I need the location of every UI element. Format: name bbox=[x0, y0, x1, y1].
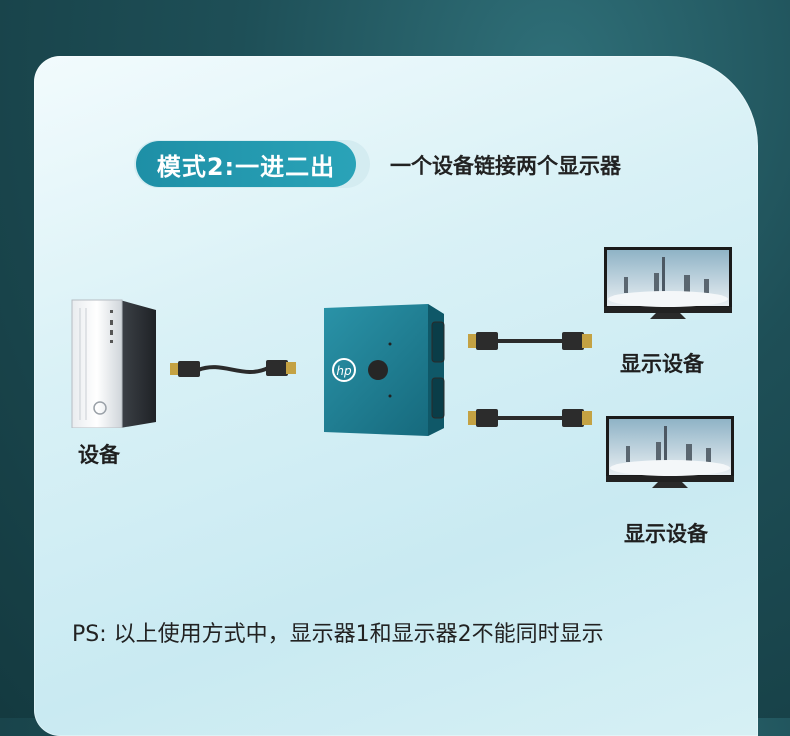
hdmi-cable-output-1 bbox=[468, 332, 592, 350]
monitor-2-label: 显示设备 bbox=[624, 522, 708, 546]
source-device-label: 设备 bbox=[78, 443, 120, 467]
monitor-1-label: 显示设备 bbox=[620, 352, 704, 376]
monitor-icon bbox=[606, 416, 734, 488]
hdmi-cable-input bbox=[170, 360, 296, 377]
pc-tower-icon bbox=[71, 299, 156, 428]
mode-badge: 模式2:一进二出 bbox=[136, 141, 356, 187]
mode-description: 一个设备链接两个显示器 bbox=[390, 154, 621, 178]
svg-text:hp: hp bbox=[336, 364, 352, 378]
hdmi-switch-icon: hp bbox=[324, 304, 445, 436]
hdmi-cable-output-2 bbox=[468, 409, 592, 427]
usage-note: PS: 以上使用方式中，显示器1和显示器2不能同时显示 bbox=[72, 622, 604, 647]
monitor-icon bbox=[604, 247, 732, 319]
